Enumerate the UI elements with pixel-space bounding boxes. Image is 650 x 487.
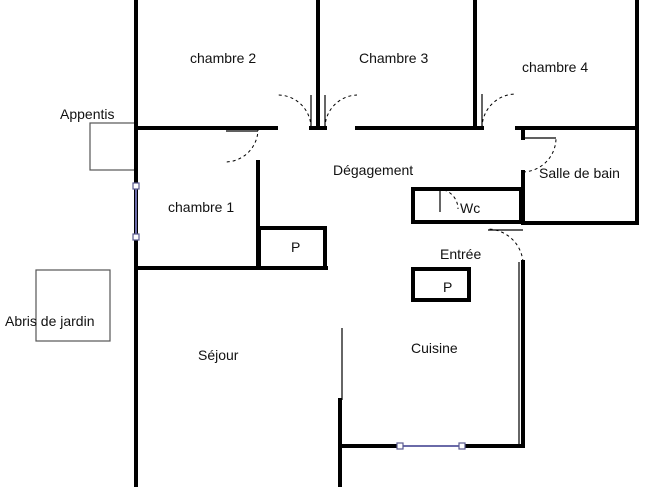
door-salle-de-bain xyxy=(522,137,557,173)
label-chambre2: chambre 2 xyxy=(190,50,256,66)
label-cuisine: Cuisine xyxy=(411,340,458,356)
door-chambre4 xyxy=(481,93,517,129)
label-placard-2: P xyxy=(443,279,452,295)
label-abris-de-jardin: Abris de jardin xyxy=(5,313,95,329)
label-placard-1: P xyxy=(291,239,300,255)
label-appentis: Appentis xyxy=(60,106,114,122)
label-degagement: Dégagement xyxy=(333,162,413,178)
label-chambre1: chambre 1 xyxy=(168,199,234,215)
door-entree xyxy=(487,228,524,263)
appentis-outline xyxy=(89,122,137,171)
label-entree: Entrée xyxy=(440,246,481,262)
door-chambre2 xyxy=(277,94,312,129)
label-chambre4: chambre 4 xyxy=(522,59,588,75)
label-wc: Wc xyxy=(460,200,480,216)
wc-box xyxy=(411,187,523,224)
label-sejour: Séjour xyxy=(198,347,239,363)
label-salle-de-bain: Salle de bain xyxy=(539,165,620,181)
label-chambre3: Chambre 3 xyxy=(359,50,428,66)
placard-1-box xyxy=(257,226,327,270)
door-chambre1 xyxy=(225,127,259,163)
door-chambre3 xyxy=(324,94,358,129)
abris-de-jardin-outline xyxy=(35,269,111,342)
placard-2-box xyxy=(411,267,471,302)
